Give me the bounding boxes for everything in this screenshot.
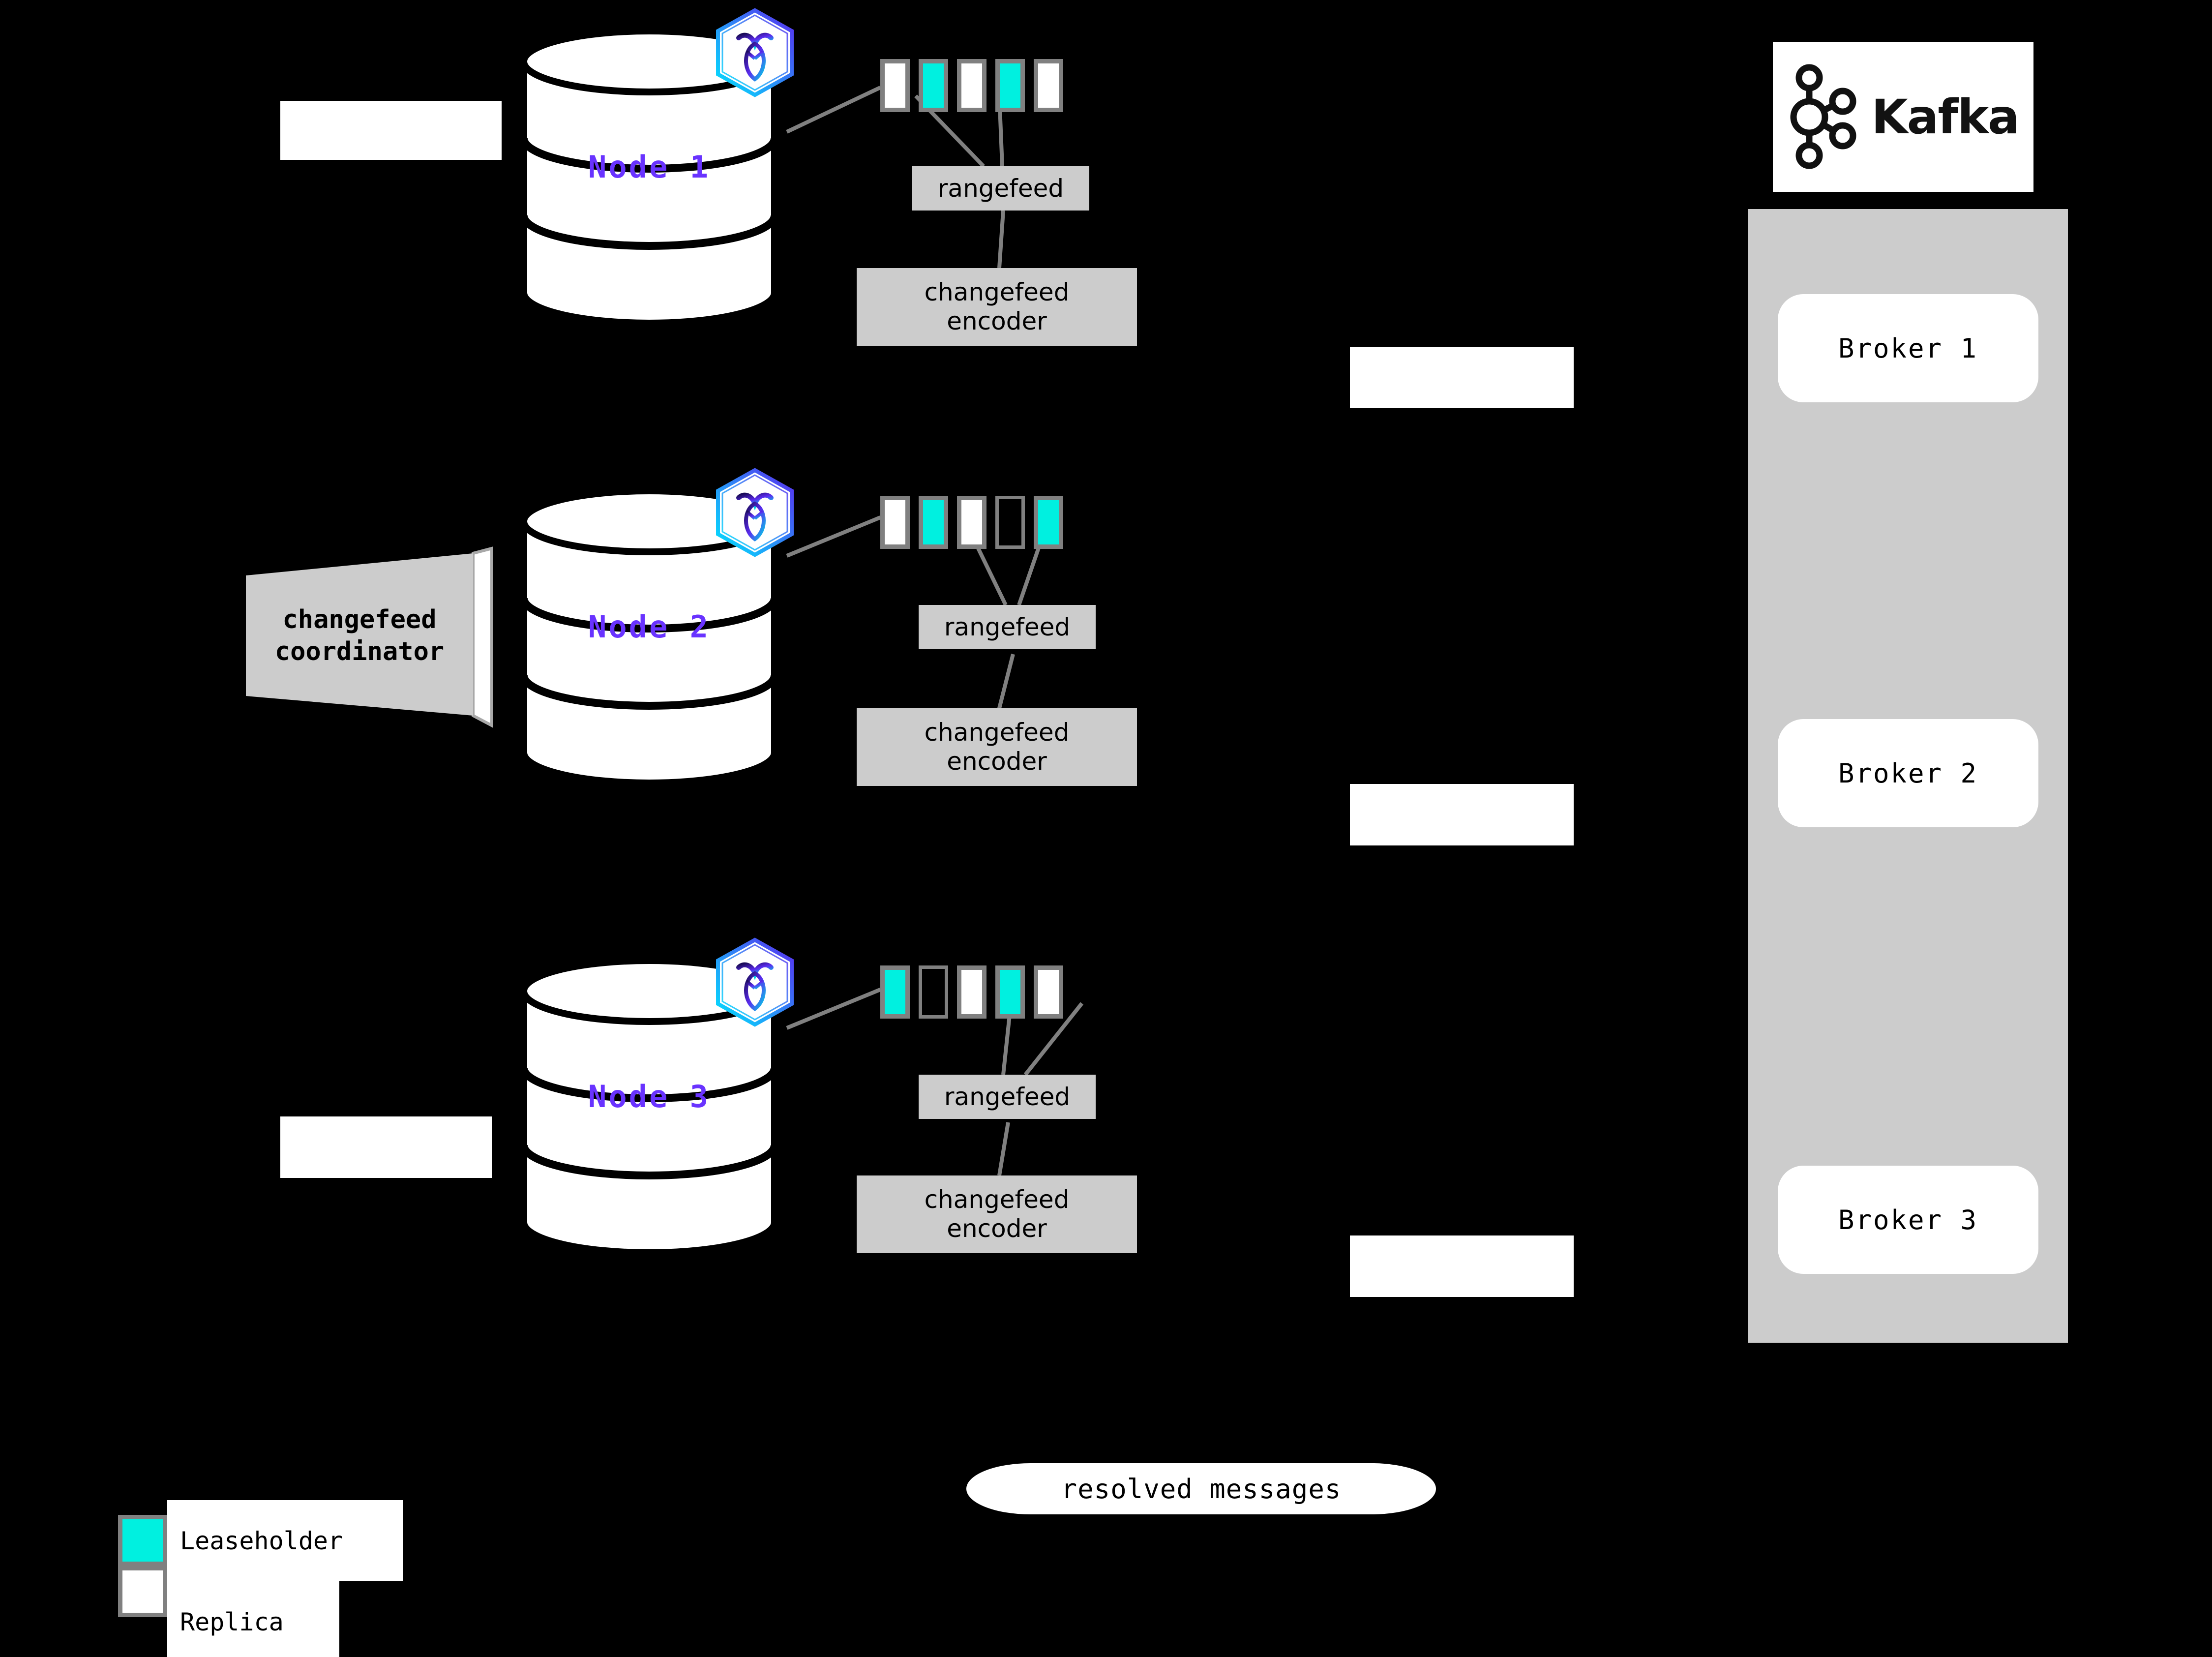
broker-1[interactable]: Broker 1 xyxy=(1778,294,2038,402)
broker-label: Broker 2 xyxy=(1838,757,1978,789)
node-2-cylinder: Node 2 xyxy=(519,487,779,787)
node-3-changefeed-encoder-box: changefeed encoder xyxy=(857,1175,1137,1253)
legend-swatch-replica xyxy=(118,1566,167,1617)
changefeed-messages-line1: changefeed xyxy=(1389,1295,1534,1324)
changefeed-messages-label-2: changefeed messages xyxy=(1350,784,1574,960)
node-3-label: Node 3 xyxy=(588,1079,710,1115)
changefeed-messages-line2: messages xyxy=(1400,931,1524,960)
broker-label: Broker 3 xyxy=(1838,1204,1978,1235)
resolved-messages-label: resolved messages xyxy=(1061,1473,1342,1505)
node-1-label: Node 1 xyxy=(588,149,710,185)
range-box-leaseholder xyxy=(880,965,910,1019)
broker-label: Broker 1 xyxy=(1838,332,1978,364)
node-1-changefeed-encoder-box: changefeed encoder xyxy=(857,268,1137,346)
range-box-replica xyxy=(957,496,986,549)
range-box-empty xyxy=(995,496,1025,549)
rangefeed-label: rangefeed xyxy=(944,612,1071,641)
range-box-replica xyxy=(880,59,910,112)
kafka-wordmark: Kafka xyxy=(1871,89,2020,145)
node-1-cylinder: Node 1 xyxy=(519,27,779,327)
node-3-rangefeed-box: rangefeed xyxy=(919,1075,1096,1119)
changefeed-messages-line1: changefeed xyxy=(1389,407,1534,435)
legend-swatch-leaseholder xyxy=(118,1515,167,1566)
changefeed-messages-line2: messages xyxy=(1400,1383,1524,1411)
range-box-replica xyxy=(957,59,986,112)
broker-2[interactable]: Broker 2 xyxy=(1778,719,2038,827)
legend-label-replica: Replica xyxy=(167,1581,339,1657)
node-3-range-boxes xyxy=(880,965,1063,1019)
changefeed-messages-label-1: changefeed messages xyxy=(1350,347,1574,522)
encoder-label-line2: encoder xyxy=(947,307,1047,335)
range-box-leaseholder xyxy=(995,965,1025,1019)
node-1-range-checkpoints-label: range checkpoints xyxy=(280,101,502,160)
changefeed-coordinator-callout: changefeed coordinator xyxy=(246,546,493,730)
changefeed-messages-line2: messages xyxy=(1400,494,1524,522)
range-checkpoints-line2: checkpoints xyxy=(304,1264,468,1292)
encoder-label-line1: changefeed xyxy=(924,718,1070,747)
range-box-replica xyxy=(957,965,986,1019)
encoder-label-line2: encoder xyxy=(947,1214,1047,1243)
node-2-rangefeed-box: rangefeed xyxy=(919,605,1096,649)
legend-text-replica: Replica xyxy=(180,1607,284,1636)
coordinator-line2: coordinator xyxy=(274,636,445,666)
changefeed-coordinator-text: changefeed coordinator xyxy=(246,575,473,696)
range-box-replica xyxy=(1034,965,1063,1019)
node-2-changefeed-encoder-box: changefeed encoder xyxy=(857,708,1137,786)
resolved-messages-pill: resolved messages xyxy=(966,1463,1436,1514)
changefeed-messages-line1: changefeed xyxy=(1389,844,1534,873)
range-checkpoints-line1: range xyxy=(349,1176,423,1205)
encoder-label-line1: changefeed xyxy=(924,1185,1070,1214)
node-3-range-checkpoints-label: range checkpoints xyxy=(280,1116,492,1292)
node-3-cockroachdb-hex-icon xyxy=(713,937,797,1028)
rangefeed-label: rangefeed xyxy=(937,174,1064,203)
node-2-range-boxes xyxy=(880,496,1063,549)
kafka-nodes-icon xyxy=(1788,64,1861,170)
node-1-rangefeed-box: rangefeed xyxy=(912,166,1089,211)
coordinator-line1: changefeed xyxy=(282,604,437,634)
node-1-cockroachdb-hex-icon xyxy=(713,7,797,98)
legend-text-leaseholder: Leaseholder xyxy=(180,1526,343,1555)
range-box-replica xyxy=(1034,59,1063,112)
node-1-range-boxes xyxy=(880,59,1063,112)
node-2-cockroachdb-hex-icon xyxy=(713,467,797,558)
node-3-cylinder: Node 3 xyxy=(519,957,779,1257)
rangefeed-label: rangefeed xyxy=(944,1082,1071,1111)
changefeed-messages-label-3: changefeed messages xyxy=(1350,1235,1574,1411)
range-box-leaseholder xyxy=(1034,496,1063,549)
kafka-logo-box: Kafka xyxy=(1773,42,2033,192)
range-box-empty xyxy=(919,965,948,1019)
encoder-label-line2: encoder xyxy=(947,747,1047,776)
legend-label-leaseholder: Leaseholder xyxy=(167,1500,403,1581)
range-box-leaseholder xyxy=(919,496,948,549)
encoder-label-line1: changefeed xyxy=(924,278,1070,306)
range-box-leaseholder xyxy=(919,59,948,112)
node-2-label: Node 2 xyxy=(588,609,710,645)
range-box-leaseholder xyxy=(995,59,1025,112)
range-box-replica xyxy=(880,496,910,549)
broker-3[interactable]: Broker 3 xyxy=(1778,1166,2038,1274)
